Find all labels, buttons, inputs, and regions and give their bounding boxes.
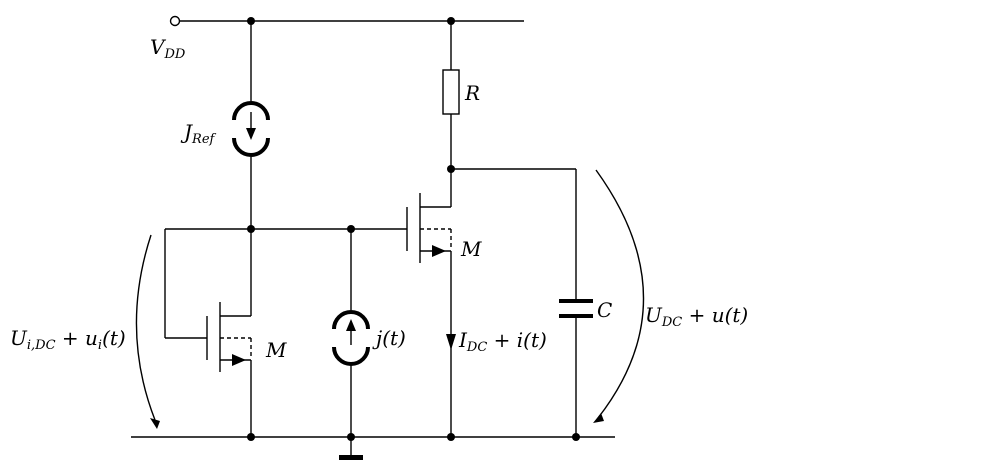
input-voltage-arrow [135, 234, 160, 429]
left-transistor-label: M [266, 338, 287, 362]
vdd-label: VDD [150, 35, 186, 62]
capacitor [559, 299, 593, 318]
j-source-label: j(t) [376, 326, 406, 350]
current-arrow [446, 334, 456, 350]
current-label: IDC + i(t) [459, 328, 547, 355]
jref-label: JRef [184, 120, 215, 147]
vdd-terminal [169, 15, 181, 27]
resistor-label: R [465, 81, 481, 105]
j-current-source [332, 310, 370, 366]
input-voltage-label: Ui,DC + ui(t) [10, 326, 126, 353]
right-transistor [406, 193, 452, 263]
ground-symbol [339, 455, 363, 460]
jref-current-source [232, 101, 270, 157]
output-voltage-arrow [593, 169, 645, 423]
output-voltage-label: UDC + u(t) [645, 303, 749, 330]
right-transistor-label: M [461, 237, 482, 261]
resistor [442, 69, 460, 115]
junction-dots [247, 17, 580, 441]
capacitor-label: C [597, 298, 613, 322]
left-transistor [206, 302, 252, 372]
